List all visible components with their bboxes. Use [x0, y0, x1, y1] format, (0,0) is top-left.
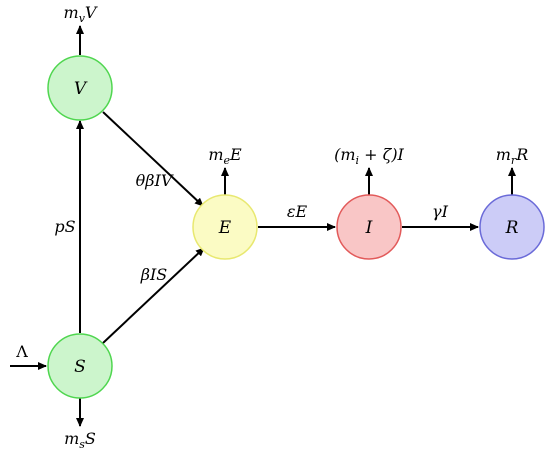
node-r-circle — [479, 194, 545, 260]
label-me-e: meE — [208, 145, 242, 167]
label-mr-r: mrR — [496, 145, 528, 167]
node-s: S — [47, 333, 113, 399]
edge-v-to-e — [102, 111, 204, 207]
edge-s-to-e — [102, 247, 205, 344]
node-r-label: R — [505, 218, 519, 238]
node-e-label: E — [218, 218, 232, 238]
label-beta-is: βIS — [140, 265, 168, 284]
edges — [10, 25, 516, 427]
node-i-label: I — [365, 218, 373, 238]
label-gamma-i: γI — [432, 202, 449, 221]
label-theta-beta-iv: θβIV — [136, 171, 174, 190]
label-mv-v: mvV — [64, 3, 98, 25]
node-r: R — [479, 194, 545, 260]
node-e-circle — [192, 194, 258, 260]
node-s-circle — [47, 333, 113, 399]
node-i: I — [336, 194, 402, 260]
node-v-circle — [47, 55, 113, 121]
label-lambda: Λ — [15, 342, 28, 361]
label-ps: pS — [54, 217, 75, 236]
label-ms-s: msS — [64, 429, 96, 451]
node-e: E — [192, 194, 258, 260]
node-s-label: S — [74, 357, 86, 377]
node-i-circle — [336, 194, 402, 260]
label-eps-e: εE — [287, 202, 308, 221]
node-v-label: V — [74, 79, 88, 99]
label-mi-i: (mi + ζ)I — [334, 145, 404, 167]
node-v: V — [47, 55, 113, 121]
